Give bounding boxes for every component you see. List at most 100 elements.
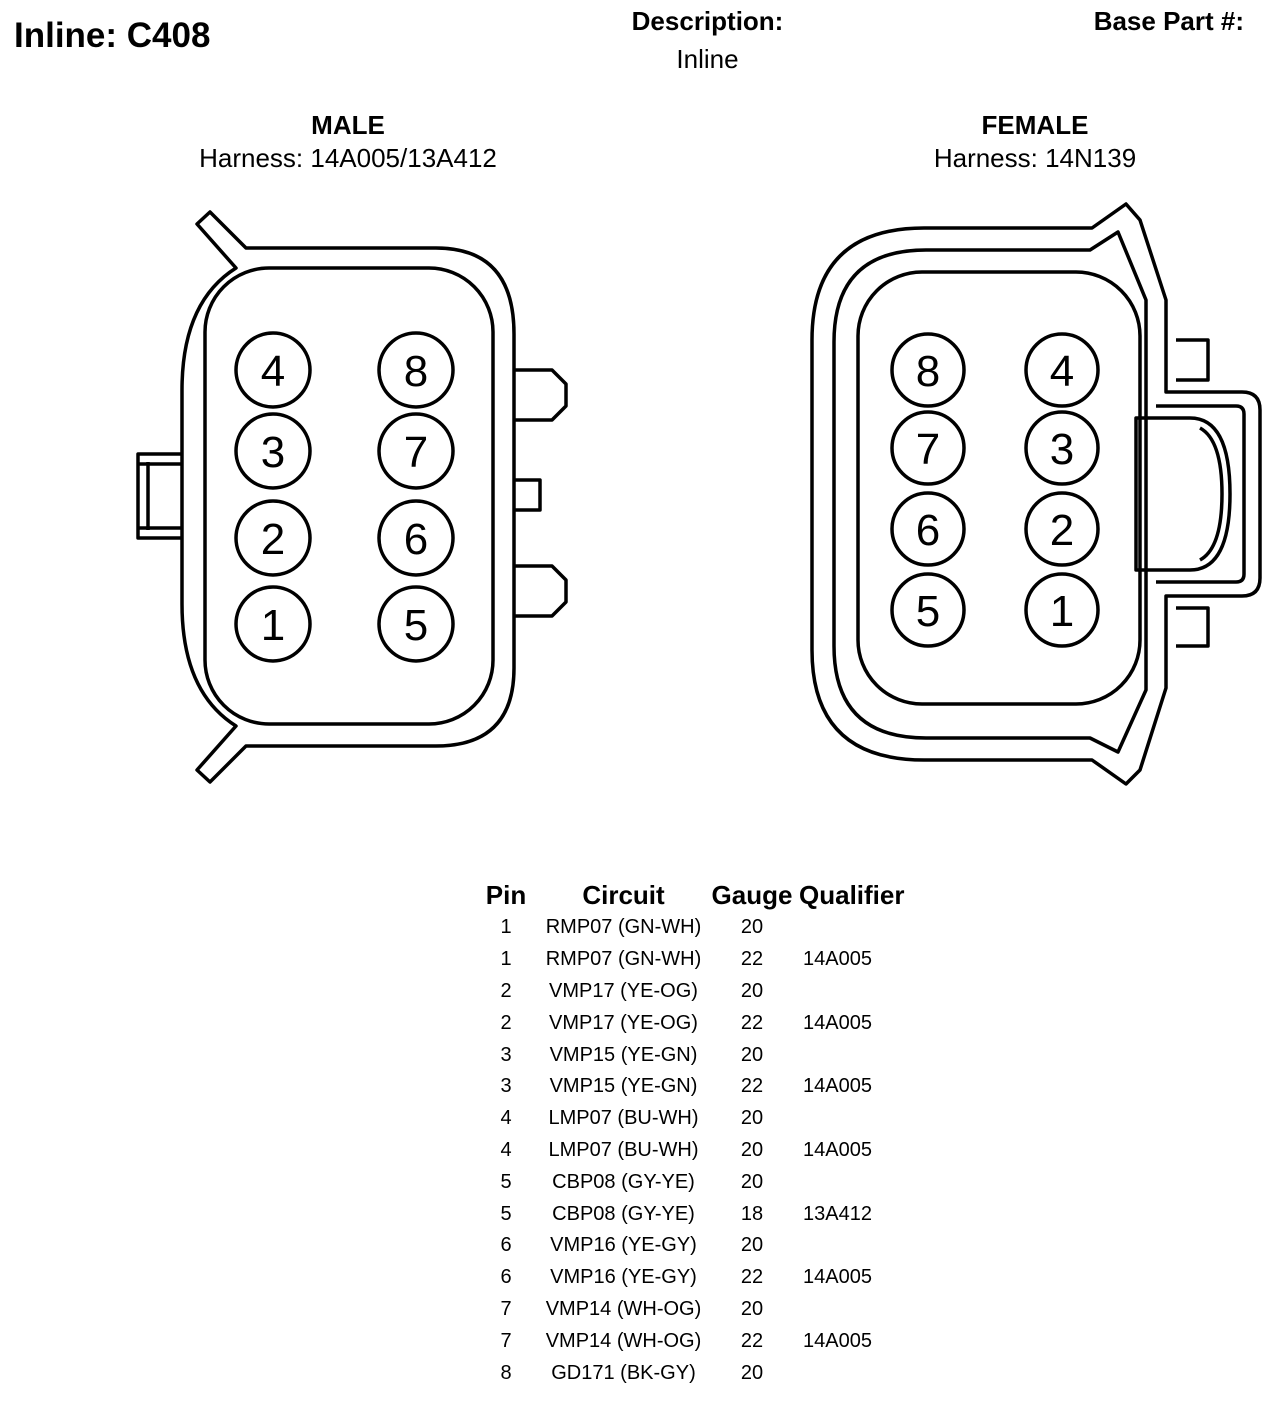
cell-qualifier: 14A005 [803,1011,872,1034]
cell-circuit: VMP15 (YE-GN) [549,1043,698,1066]
cell-gauge: 22 [740,1075,764,1098]
table-row: 3 VMP15 (YE-GN) 22 14A005 [470,1071,913,1103]
cell-circuit: VMP17 (YE-OG) [549,979,698,1002]
cell-qualifier [799,1039,913,1071]
header-qualifier: Qualifier [799,879,905,910]
table-row: 8 GD171 (BK-GY) 20 [470,1357,913,1389]
cell-qualifier: 14A005 [803,1329,872,1352]
cell-qualifier [799,912,913,944]
cell-gauge: 20 [740,1361,764,1384]
header-gauge: Gauge [711,879,793,910]
cell-pin: 6 [500,1266,512,1289]
male-connector-body [136,210,568,784]
cell-gauge: 20 [740,1107,764,1130]
male-pin-1: 1 [234,585,312,663]
male-harness-label: Harness: 14A005/13A412 [199,143,497,173]
cell-qualifier [799,1103,913,1135]
svg-text:2: 2 [1050,506,1074,555]
description-value: Inline [676,44,739,74]
cell-pin: 2 [500,979,512,1002]
cell-pin: 6 [500,1234,512,1257]
cell-pin: 1 [500,916,512,939]
cell-gauge: 20 [740,916,764,939]
page-title: Inline: C408 [14,16,211,55]
cell-circuit: CBP08 (GY-YE) [552,1170,695,1193]
female-harness-label: Harness: 14N139 [933,143,1137,173]
description-label: Description: [631,6,784,36]
male-pin-7: 7 [377,412,455,490]
connector-diagram: 4 3 2 1 8 7 6 5 8 7 6 5 4 3 2 1 [136,202,1262,786]
cell-qualifier [799,1294,913,1326]
cell-pin: 4 [500,1138,512,1161]
cell-circuit: CBP08 (GY-YE) [552,1202,695,1225]
table-row: 3 VMP15 (YE-GN) 20 [470,1039,913,1071]
table-header-row: Pin Circuit Gauge Qualifier [470,878,913,912]
svg-text:4: 4 [1050,347,1074,396]
svg-text:5: 5 [404,601,428,650]
svg-text:7: 7 [916,425,940,474]
svg-text:1: 1 [261,601,285,650]
cell-pin: 5 [500,1170,512,1193]
male-pin-6: 6 [377,499,455,577]
table-row: 7 VMP14 (WH-OG) 22 14A005 [470,1325,913,1357]
cell-pin: 2 [500,1011,512,1034]
cell-qualifier: 14A005 [803,1266,872,1289]
cell-gauge: 22 [740,948,764,971]
male-pin-2: 2 [234,499,312,577]
header-circuit: Circuit [582,879,665,910]
cell-gauge: 20 [740,1043,764,1066]
cell-qualifier [799,1166,913,1198]
female-gender-label: FEMALE [981,110,1089,140]
svg-text:2: 2 [261,515,285,564]
cell-pin: 1 [500,948,512,971]
cell-pin: 3 [500,1075,512,1098]
female-pin-3: 3 [1024,410,1100,486]
cell-circuit: VMP14 (WH-OG) [545,1329,702,1352]
cell-qualifier: 14A005 [803,1075,872,1098]
cell-gauge: 22 [740,1266,764,1289]
svg-text:1: 1 [1050,587,1074,636]
male-pin-3: 3 [234,412,312,490]
female-pin-2: 2 [1024,491,1100,567]
svg-text:8: 8 [916,347,940,396]
male-connector-label: MALE Harness: 14A005/13A412 [98,110,598,174]
female-connector-label: FEMALE Harness: 14N139 [785,110,1280,174]
male-pin-4: 4 [234,331,312,409]
cell-circuit: VMP17 (YE-OG) [549,1011,698,1034]
cell-pin: 4 [500,1107,512,1130]
cell-circuit: GD171 (BK-GY) [551,1361,696,1384]
cell-pin: 3 [500,1043,512,1066]
cell-gauge: 20 [740,1297,764,1320]
svg-text:7: 7 [404,428,428,477]
cell-pin: 7 [500,1329,512,1352]
male-pin-5: 5 [377,585,455,663]
cell-circuit: VMP15 (YE-GN) [549,1075,698,1098]
svg-text:6: 6 [404,515,428,564]
cell-qualifier: 14A005 [803,948,872,971]
cell-gauge: 20 [740,979,764,1002]
male-gender-label: MALE [311,110,385,140]
female-pin-4: 4 [1024,332,1100,408]
cell-circuit: RMP07 (GN-WH) [545,916,702,939]
cell-gauge: 22 [740,1329,764,1352]
cell-gauge: 22 [740,1011,764,1034]
svg-text:3: 3 [1050,425,1074,474]
cell-pin: 7 [500,1297,512,1320]
cell-circuit: VMP16 (YE-GY) [550,1266,697,1289]
cell-circuit: LMP07 (BU-WH) [548,1107,699,1130]
female-pin-8: 8 [890,332,966,408]
table-row: 2 VMP17 (YE-OG) 20 [470,976,913,1008]
table-row: 1 RMP07 (GN-WH) 22 14A005 [470,944,913,976]
cell-pin: 8 [500,1361,512,1384]
svg-text:6: 6 [916,506,940,555]
cell-gauge: 20 [740,1234,764,1257]
cell-circuit: RMP07 (GN-WH) [545,948,702,971]
female-pin-1: 1 [1024,572,1100,648]
female-connector-body [810,202,1262,786]
female-pins: 8 7 6 5 4 3 2 1 [890,332,1100,648]
